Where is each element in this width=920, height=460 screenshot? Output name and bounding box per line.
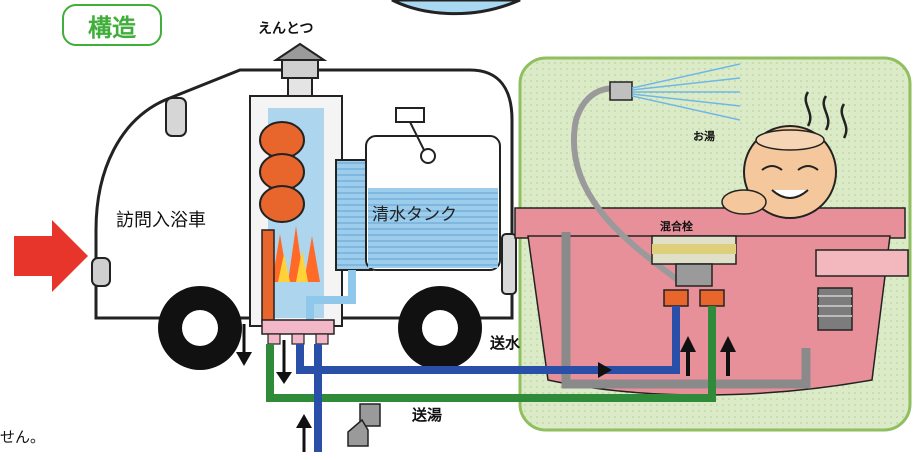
footer-text: せん。 [0,428,46,446]
van-front-wheel [158,286,242,370]
water-tank [335,107,501,271]
van-headlight [91,257,111,287]
van-label: 訪問入浴車 [116,210,206,231]
mixing-valve-label: 混合栓 [660,220,693,233]
shower-head-icon [609,63,741,121]
flow-arrow-icon [236,324,736,452]
tank-feed-pipe [306,270,356,326]
heating-coil [259,121,305,223]
hot-water-label: お湯 [693,130,715,143]
tank-label: 清水タンク [372,205,457,225]
van-mirror [165,97,187,137]
bather-person [721,125,837,219]
flow-arrow-icon [14,220,88,292]
steam-icon [804,91,848,139]
water-supply-label: 送水 [490,334,521,352]
faucet-icon [347,403,381,447]
section-badge: 構造 [62,4,162,46]
hot-riser-pipe [261,229,275,323]
chimney [272,42,328,97]
van-taillight [501,233,517,295]
water-supply-pipe [296,306,680,374]
faucet-icon [651,235,737,307]
speech-bubble-tail [391,0,521,16]
hot-water-supply-pipe [266,306,716,402]
drain-pipe [561,232,811,389]
hot-water-supply-label: 送湯 [412,406,443,424]
van-rear-wheel [398,286,482,370]
outlet-valves [261,319,335,345]
burner-flame-icon [272,226,320,282]
chimney-label: えんとつ [258,21,314,37]
shower-hose [571,85,682,285]
